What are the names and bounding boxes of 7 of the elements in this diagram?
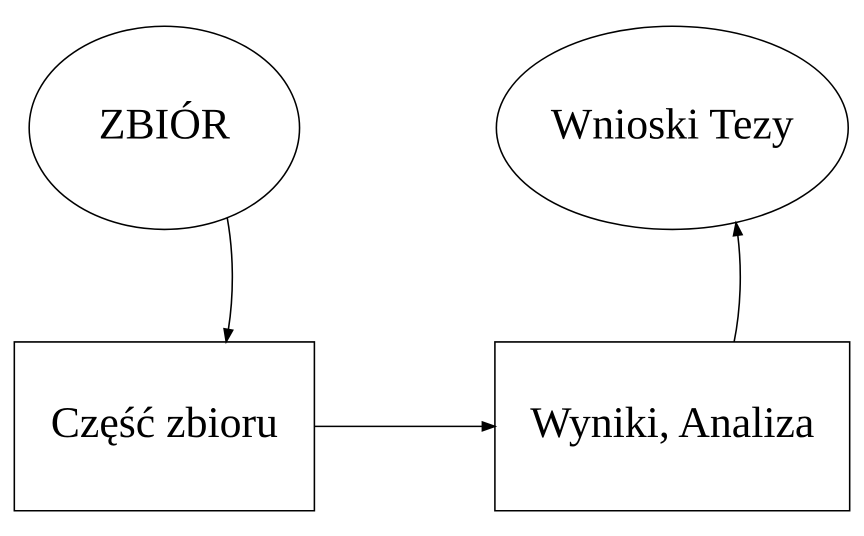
arrow [732, 220, 744, 342]
arrow [314, 420, 498, 432]
node-ellipse: ZBIÓR [28, 24, 300, 230]
node-box: Część zbioru [14, 340, 316, 512]
node-box: Wyniki, Analiza [494, 340, 850, 512]
arrow [223, 217, 234, 344]
node-ellipse: Wnioski Tezy [496, 24, 850, 230]
